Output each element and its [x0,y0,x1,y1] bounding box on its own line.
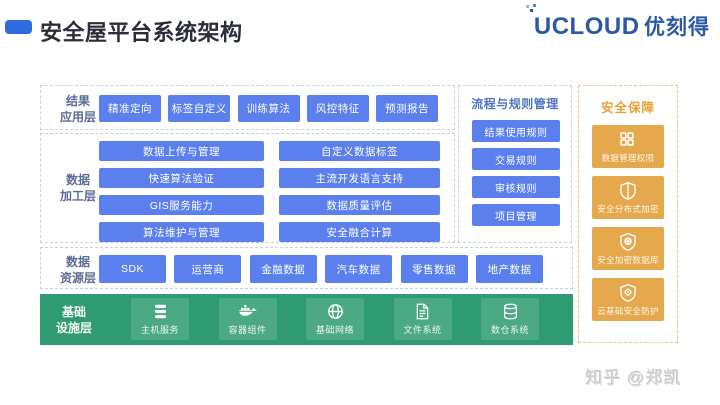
processing-right-column: 自定义数据标签 主流开发语言支持 数据质量评估 安全融合计算 [279,141,440,242]
process-rules-panel: 流程与规则管理 结果使用规则 交易规则 审核规则 项目管理 [458,85,572,243]
security-box-cloud-protection: 云基础安全防护 [592,278,664,321]
page-title: 安全屋平台系统架构 [40,20,243,45]
zhihu-watermark: 知乎 @郑凯 [586,369,682,388]
diagram-box: SDK [99,255,166,283]
diagram-box: 地产数据 [475,255,543,283]
shield-split-icon [618,181,638,201]
title-bullet-decoration [5,20,32,34]
security-boxes-column: 数据管理权限 安全分布式加密 [592,125,664,321]
infra-tile-label: 数仓系统 [490,325,529,335]
infrastructure-tiles-row: 主机服务 容器组件 [131,298,539,340]
diagram-box: GIS服务能力 [99,195,264,215]
security-box-distributed-encryption: 安全分布式加密 [592,176,664,219]
security-box-label: 安全分布式加密 [597,203,659,214]
grid-icon [618,130,638,150]
shield-gear-icon [618,283,638,303]
infrastructure-layer-band: 基础 设施层 主机服务 [40,294,573,345]
processing-layer-label: 数据 加工层 [59,173,96,204]
diagram-box: 项目管理 [472,204,560,226]
diagram-box: 安全融合计算 [279,222,440,242]
diagram-box: 主流开发语言支持 [279,168,440,188]
results-layer-label: 结果 应用层 [59,94,96,125]
security-box-label: 云基础安全防护 [597,305,659,316]
diagram-box: 训练算法 [237,95,300,122]
diagram-box: 汽车数据 [325,255,393,283]
security-panel: 安全保障 数据管理权限 [578,85,678,343]
diagram-box: 运营商 [174,255,242,283]
infra-tile-label: 基础网络 [315,325,354,335]
ucloud-logo-text: UCLOUD [529,9,640,40]
security-box-label: 数据管理权限 [601,152,655,163]
infra-tile-data-warehouse: 数仓系统 [481,298,539,340]
processing-left-column: 数据上传与管理 快速算法验证 GIS服务能力 算法维护与管理 [99,141,264,242]
docker-whale-icon [238,302,257,321]
rules-boxes-column: 结果使用规则 交易规则 审核规则 项目管理 [472,120,560,226]
diagram-box: 金融数据 [249,255,317,283]
diagram-box: 结果使用规则 [472,120,560,142]
ucloud-logo: UCLOUD 优刻得 [529,9,710,41]
security-title: 安全保障 [600,101,655,115]
file-icon [413,302,432,321]
process-rules-title: 流程与规则管理 [471,97,559,111]
infra-tile-label: 容器组件 [228,325,267,335]
diagram-box: 预测报告 [376,95,438,122]
diagram-box: 零售数据 [400,255,468,283]
infra-tile-label: 文件系统 [403,325,442,335]
server-stack-icon [151,302,170,321]
diagram-box: 风控特征 [306,95,369,122]
globe-icon [326,302,345,321]
infra-tile-host: 主机服务 [131,298,189,340]
infra-tile-container: 容器组件 [218,298,277,340]
data-processing-layer-panel: 数据 加工层 数据上传与管理 快速算法验证 GIS服务能力 算法维护与管理 自定… [40,133,455,243]
security-box-permissions: 数据管理权限 [592,125,664,168]
security-box-encrypted-database: 安全加密数据库 [592,227,664,270]
diagram-box: 标签自定义 [168,95,231,122]
resources-layer-label: 数据 资源层 [59,255,96,286]
results-application-layer-panel: 结果 应用层 精准定向 标签自定义 训练算法 风控特征 预测报告 [40,85,455,130]
logo-pixel-decoration [529,9,533,12]
infra-tile-label: 主机服务 [140,325,179,335]
results-boxes-row: 精准定向 标签自定义 训练算法 风控特征 预测报告 [99,95,438,122]
diagram-box: 快速算法验证 [99,168,264,188]
diagram-box: 交易规则 [472,148,560,170]
data-warehouse-icon [501,302,520,321]
diagram-box: 算法维护与管理 [99,222,264,242]
shield-globe-icon [618,232,638,252]
resources-boxes-row: SDK 运营商 金融数据 汽车数据 零售数据 地产数据 [99,255,543,283]
ucloud-logo-chinese-text: 优刻得 [644,16,710,39]
infrastructure-layer-label: 基础 设施层 [56,305,93,336]
security-box-label: 安全加密数据库 [597,254,659,265]
diagram-box: 审核规则 [472,176,560,198]
diagram-box: 数据上传与管理 [99,141,264,161]
infra-tile-network: 基础网络 [306,298,364,340]
data-resources-layer-panel: 数据 资源层 SDK 运营商 金融数据 汽车数据 零售数据 地产数据 [40,247,573,289]
infra-tile-filesystem: 文件系统 [393,298,452,340]
diagram-box: 精准定向 [99,95,161,122]
diagram-box: 数据质量评估 [279,195,440,215]
diagram-box: 自定义数据标签 [279,141,440,161]
